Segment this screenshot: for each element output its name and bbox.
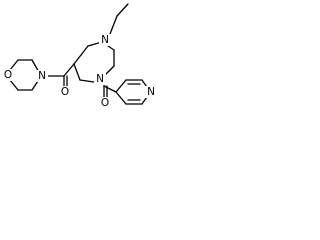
atom-label: N [147,86,155,98]
atom-label: O [101,97,109,109]
atom-label: N [96,73,104,85]
atom-n-pyridine: N [145,86,157,98]
atom-n-morpholine: N [36,70,48,82]
piperazine-ring [73,41,115,83]
atom-o-carbonyl-left: O [59,86,71,98]
molecule-structure: N N N O O O N [2,3,157,109]
atom-label: N [38,70,46,82]
ethyl-group [109,3,129,35]
atom-n-piperazine-bottom: N [94,73,106,85]
atom-label: O [61,86,69,98]
carbonyl-left [45,63,75,89]
atom-o-morpholine: O [2,69,14,81]
atom-n-piperazine-top: N [99,34,111,46]
pyridine-ring [115,79,150,105]
atom-o-carbonyl-right: O [99,97,111,109]
atom-label: O [4,69,12,81]
morpholine-ring [9,59,41,91]
atom-label: N [101,34,109,46]
